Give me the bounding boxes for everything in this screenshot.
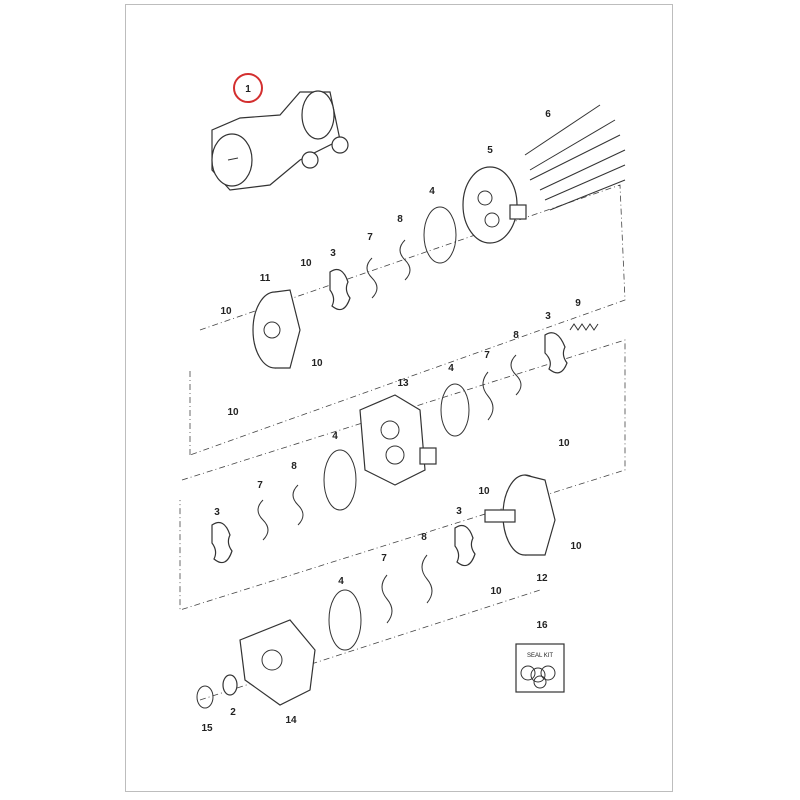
part-label: 8 [397, 214, 403, 225]
gear-housing-13-part [359, 394, 437, 486]
part-label: 3 [330, 248, 336, 259]
part-label: 10 [558, 438, 570, 449]
part-label: 8 [513, 330, 519, 341]
part-label: 3 [214, 507, 220, 518]
part-label: 10 [311, 358, 323, 369]
part-label: 10 [570, 541, 582, 552]
seal-part [423, 206, 457, 264]
part-label: 7 [381, 553, 387, 564]
front-cover-part [239, 619, 316, 706]
retaining-ring-part [196, 685, 214, 709]
part-label: 5 [487, 145, 493, 156]
part-label: 8 [291, 461, 297, 472]
part-label: 10 [220, 306, 232, 317]
part-label: 2 [230, 707, 236, 718]
seal-kit-label: SEAL KIT [527, 653, 553, 659]
part-label: 10 [478, 486, 490, 497]
part-label: 4 [429, 186, 435, 197]
part-label: 9 [575, 298, 581, 309]
assembly-axis-line [179, 339, 626, 611]
highlight-circle [233, 73, 263, 103]
spring-part [569, 323, 599, 331]
part-label: 15 [201, 723, 213, 734]
part-label: 4 [332, 431, 338, 442]
part-label: 7 [484, 350, 490, 361]
wear-plates [211, 269, 568, 567]
assembly-axis-line [189, 184, 626, 456]
assembly-axis-line [199, 589, 541, 701]
part-label: 12 [536, 573, 548, 584]
part-label-1: 1 [245, 84, 251, 95]
part-label: 4 [338, 576, 344, 587]
backup-rings [257, 239, 522, 624]
part-label: 10 [300, 258, 312, 269]
part-label: 3 [545, 311, 551, 322]
part-label: 4 [448, 363, 454, 374]
part-label: 14 [285, 715, 297, 726]
rear-cover-part [462, 166, 527, 244]
part-label: 10 [227, 407, 239, 418]
front-housing-12-part [484, 474, 556, 556]
part-label: 7 [257, 480, 263, 491]
part-label: 8 [421, 532, 427, 543]
part-label: 16 [536, 620, 548, 631]
assembled-pump-part [211, 90, 349, 191]
part-label: 13 [397, 378, 409, 389]
seal-part [440, 383, 470, 437]
gear-housing-11-part [252, 289, 301, 369]
part-label: 10 [490, 586, 502, 597]
part-label: 3 [456, 506, 462, 517]
bolts-part [524, 104, 626, 211]
part-label: 11 [260, 273, 271, 284]
seal-part [328, 589, 362, 651]
seal-kit-box: SEAL KIT [515, 643, 565, 693]
shaft-seal-part [222, 674, 238, 696]
seal-part [323, 449, 357, 511]
part-label: 6 [545, 109, 551, 120]
part-label: 7 [367, 232, 373, 243]
